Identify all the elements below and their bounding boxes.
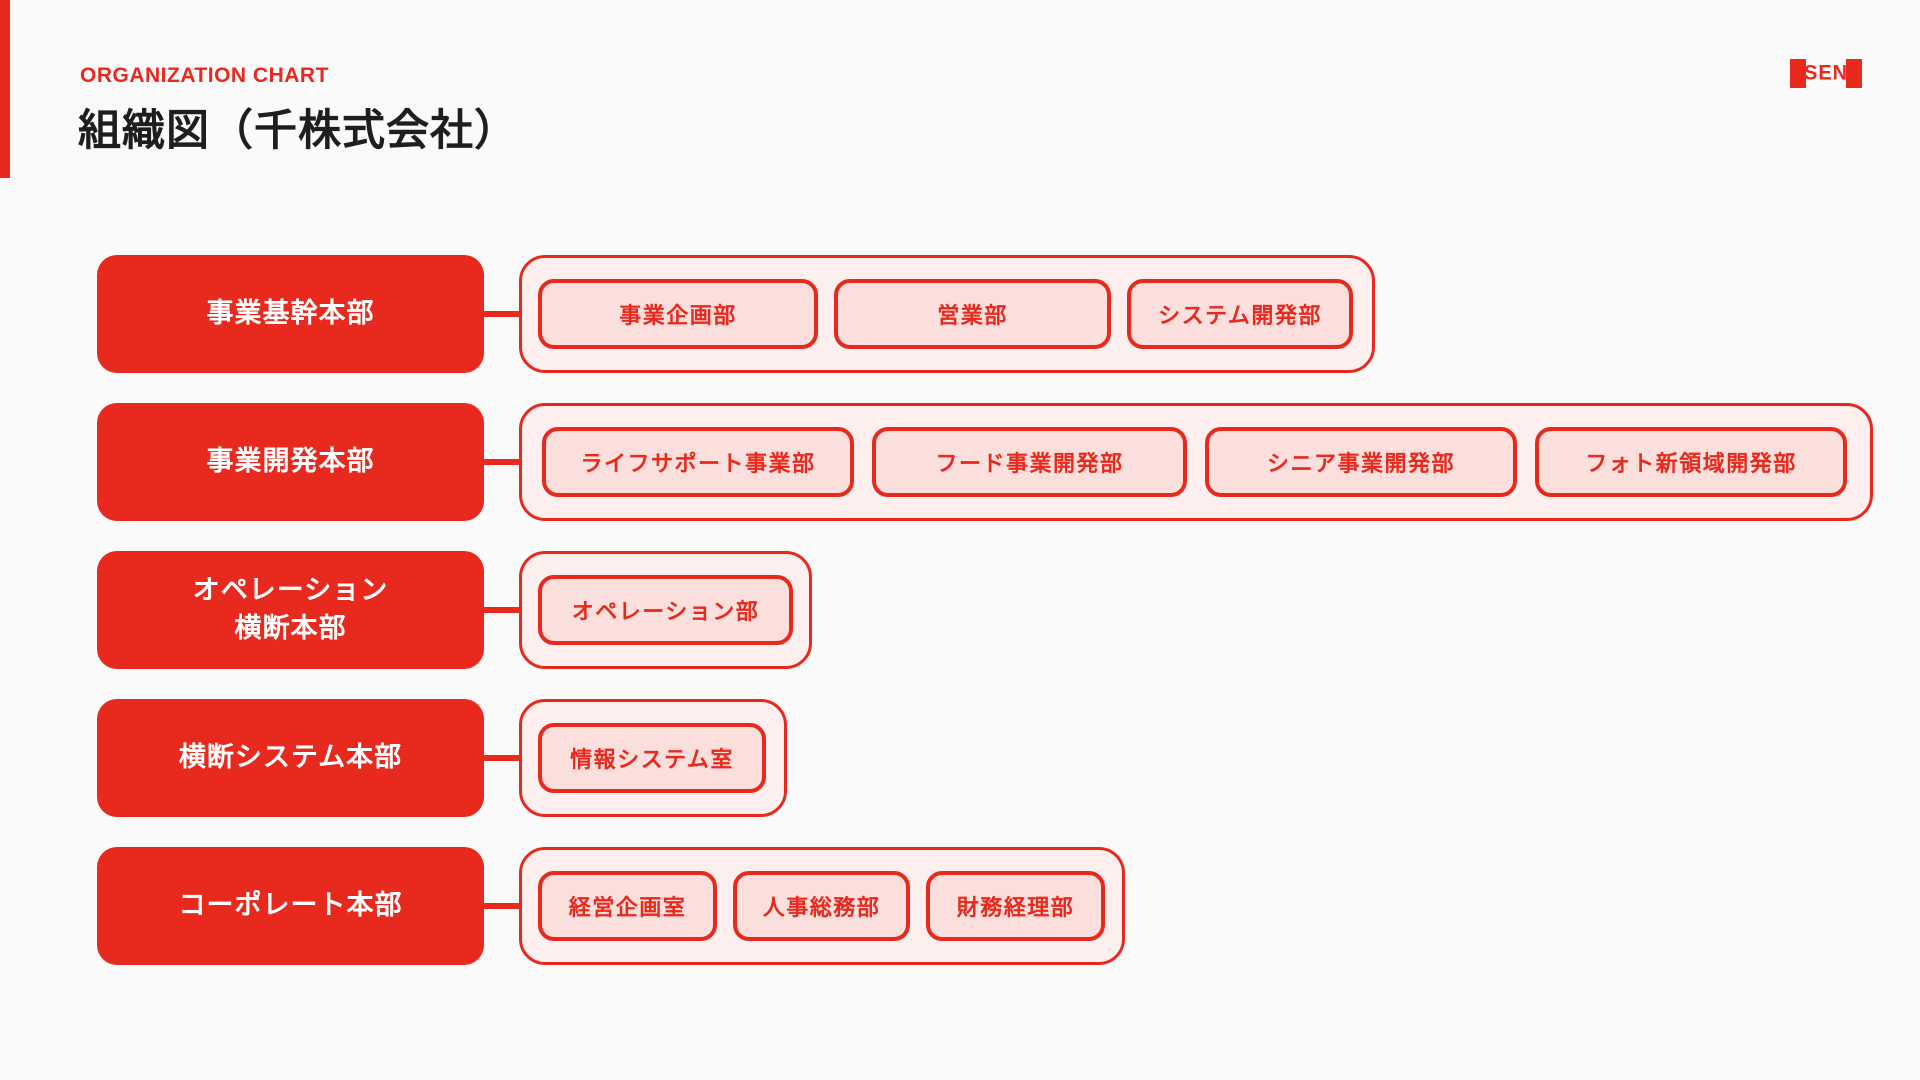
division-box: コーポレート本部	[97, 847, 484, 965]
org-row-corporate: コーポレート本部 経営企画室 人事総務部 財務経理部	[97, 847, 1125, 965]
logo-right-block-icon	[1846, 58, 1863, 88]
page-title: 組織図（千株式会社）	[78, 107, 518, 155]
connector-line	[484, 755, 519, 761]
division-box: 事業開発本部	[97, 403, 484, 521]
department-box: オペレーション部	[538, 575, 793, 645]
org-row-business-development: 事業開発本部 ライフサポート事業部 フード事業開発部 シニア事業開発部 フォト新…	[97, 403, 1873, 521]
division-box: 事業基幹本部	[97, 255, 484, 373]
department-box: フード事業開発部	[872, 427, 1187, 497]
department-box: シニア事業開発部	[1205, 427, 1517, 497]
department-box: 経営企画室	[538, 871, 717, 941]
department-box: 営業部	[834, 279, 1111, 349]
department-box: 財務経理部	[926, 871, 1105, 941]
logo-text: SEN	[1804, 61, 1849, 85]
left-accent-bar	[0, 0, 10, 178]
org-row-operation: オペレーション 横断本部 オペレーション部	[97, 551, 812, 669]
division-box: オペレーション 横断本部	[97, 551, 484, 669]
department-box: 人事総務部	[733, 871, 910, 941]
department-box: 事業企画部	[538, 279, 818, 349]
department-group: 情報システム室	[519, 699, 787, 817]
connector-line	[484, 607, 519, 613]
header-eyebrow: ORGANIZATION CHART	[80, 64, 329, 87]
division-box: 横断システム本部	[97, 699, 484, 817]
department-group: 事業企画部 営業部 システム開発部	[519, 255, 1375, 373]
connector-line	[484, 903, 519, 909]
department-group: オペレーション部	[519, 551, 812, 669]
department-box: フォト新領域開発部	[1535, 427, 1847, 497]
department-box: ライフサポート事業部	[542, 427, 854, 497]
department-group: 経営企画室 人事総務部 財務経理部	[519, 847, 1125, 965]
org-row-cross-system: 横断システム本部 情報システム室	[97, 699, 787, 817]
department-box: 情報システム室	[538, 723, 766, 793]
department-group: ライフサポート事業部 フード事業開発部 シニア事業開発部 フォト新領域開発部	[519, 403, 1873, 521]
org-row-business-core: 事業基幹本部 事業企画部 営業部 システム開発部	[97, 255, 1375, 373]
connector-line	[484, 459, 519, 465]
department-box: システム開発部	[1127, 279, 1353, 349]
connector-line	[484, 311, 519, 317]
sen-logo: SEN	[1790, 57, 1863, 89]
logo-left-block-icon	[1790, 58, 1806, 88]
